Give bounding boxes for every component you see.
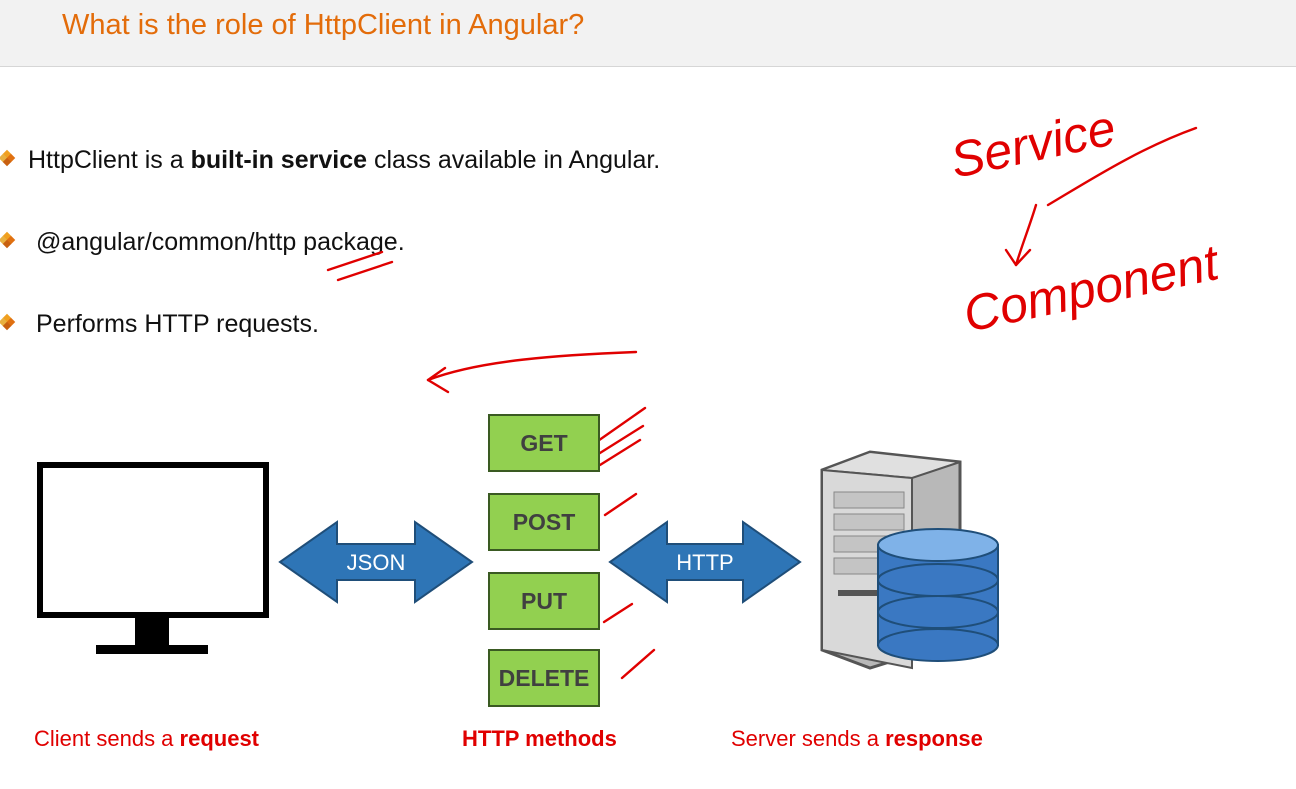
http-double-arrow: HTTP xyxy=(608,520,802,604)
database-icon xyxy=(877,528,999,662)
handwritten-annotations xyxy=(326,126,1198,680)
method-put-button: PUT xyxy=(488,572,600,630)
ink-tick-get-3 xyxy=(598,438,642,467)
server-caption-bold: response xyxy=(885,726,983,751)
ink-tick-post xyxy=(603,492,638,517)
bullet-2: @angular/common/http package. xyxy=(0,228,405,257)
client-caption-pre: Client sends a xyxy=(34,726,180,751)
ink-word-component: Component xyxy=(959,234,1226,343)
methods-caption-bold: HTTP methods xyxy=(462,726,617,751)
json-label: JSON xyxy=(347,550,406,575)
methods-caption: HTTP methods xyxy=(462,726,617,752)
monitor-icon xyxy=(37,462,269,654)
bullet-3: Performs HTTP requests. xyxy=(0,310,319,339)
ink-arrow-head xyxy=(426,366,450,394)
ink-arrow-line xyxy=(426,350,638,382)
ink-underline-1 xyxy=(326,250,384,272)
ink-down-arrow xyxy=(1014,203,1038,267)
bullet-1: HttpClient is a built-in service class a… xyxy=(0,146,660,175)
ink-underline-2 xyxy=(336,260,394,282)
server-caption-pre: Server sends a xyxy=(731,726,886,751)
slide-title: What is the role of HttpClient in Angula… xyxy=(62,9,585,41)
bullet-1-post: class available in Angular. xyxy=(367,146,661,174)
bullet-1-pre: HttpClient is a xyxy=(28,146,191,174)
method-get-button: GET xyxy=(488,414,600,472)
server-caption: Server sends a response xyxy=(731,726,983,752)
client-caption: Client sends a request xyxy=(34,726,259,752)
method-delete-button: DELETE xyxy=(488,649,600,707)
title-bar: What is the role of HttpClient in Angula… xyxy=(0,0,1296,67)
ink-service-arrow xyxy=(1046,126,1198,207)
http-label: HTTP xyxy=(676,550,733,575)
ink-down-arrow-head xyxy=(1004,248,1032,267)
ink-tick-delete xyxy=(620,648,656,680)
ink-tick-get-2 xyxy=(590,424,645,460)
bullet-2-text: @angular/common/http package. xyxy=(36,228,405,256)
ink-tick-put xyxy=(602,602,634,624)
client-caption-bold: request xyxy=(179,726,260,751)
method-post-button: POST xyxy=(488,493,600,551)
bullet-3-text: Performs HTTP requests. xyxy=(36,310,319,338)
ink-word-service: Service xyxy=(946,99,1121,188)
json-double-arrow: JSON xyxy=(278,520,474,604)
bullet-1-bold: built-in service xyxy=(190,146,368,174)
